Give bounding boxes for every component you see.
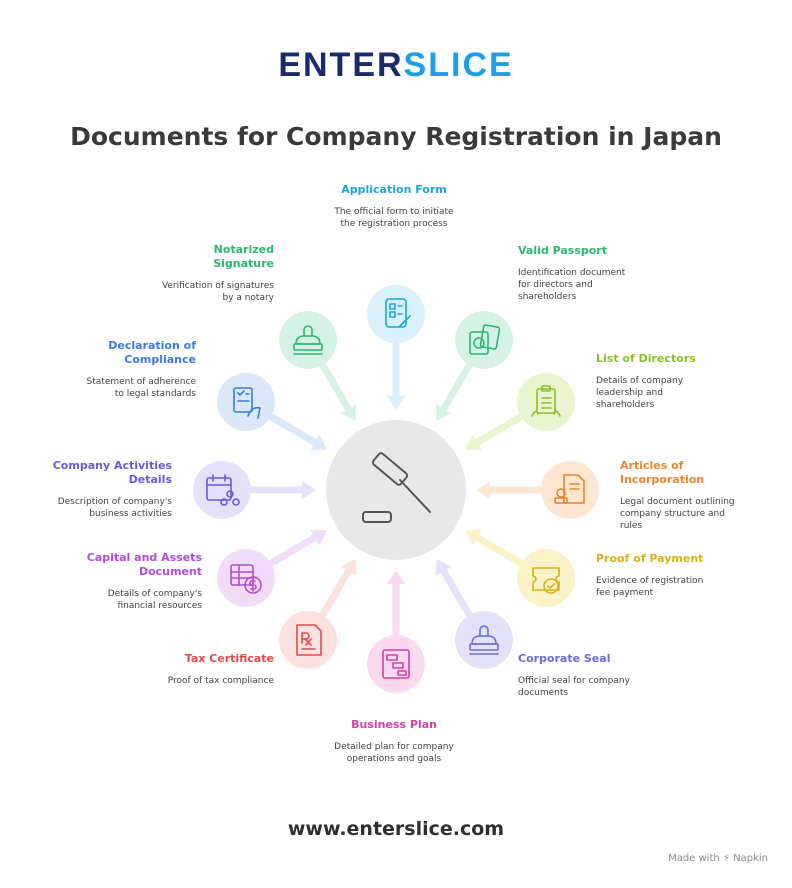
proof-of-payment-title: Proof of Payment [596, 552, 704, 565]
gavel-icon [362, 452, 431, 523]
business-plan-description: Detailed plan for company operations and… [334, 742, 454, 764]
capital-and-assets-document-node [217, 549, 275, 607]
declaration-of-compliance-circle [217, 373, 275, 431]
passport-icon [469, 324, 501, 355]
notarized-signature-arrow [319, 362, 357, 421]
valid-passport-description: Identification document for directors an… [518, 268, 626, 302]
legal-document-icon [554, 474, 585, 504]
capital-and-assets-document-arrow [268, 529, 327, 567]
made-with-text: Made with [668, 853, 720, 864]
notarized-signature-circle [279, 311, 337, 369]
tax-certificate-title: Tax Certificate [184, 652, 274, 665]
declaration-of-compliance-arrow [268, 413, 327, 451]
receipt-check-icon [532, 567, 560, 594]
valid-passport-circle [455, 311, 513, 369]
tax-certificate-arrow [319, 559, 357, 618]
tax-certificate-description: Proof of tax compliance [167, 676, 274, 686]
company-activities-details-description: Description of company's business activi… [57, 497, 172, 519]
proof-of-payment-arrow [465, 529, 524, 567]
footer-url[interactable]: www.enterslice.com [287, 818, 505, 840]
application-form-circle [367, 285, 425, 343]
articles-of-incorporation-node [541, 461, 599, 519]
company-activities-details-circle [193, 461, 251, 519]
business-plan-circle [367, 635, 425, 693]
list-of-directors-arrow [465, 413, 524, 451]
notarized-signature-title: Notarized Signature [213, 243, 274, 270]
declaration-of-compliance-node [217, 373, 275, 431]
proof-of-payment-circle [517, 549, 575, 607]
list-of-directors-title: List of Directors [596, 352, 696, 365]
corporate-seal-node [455, 611, 513, 669]
articles-of-incorporation-circle [541, 461, 599, 519]
business-plan-title: Business Plan [351, 718, 437, 731]
notary-stamp-icon [293, 325, 323, 355]
articles-of-incorporation-description: Legal document outlining company structu… [620, 497, 735, 531]
corporate-seal-description: Official seal for company documents [518, 676, 630, 698]
list-of-directors-node [517, 373, 575, 431]
declaration-of-compliance-description: Statement of adherence to legal standard… [86, 377, 196, 399]
corporate-seal-circle [455, 611, 513, 669]
brand-logo-part2: SLICE [403, 46, 514, 84]
business-plan-node [367, 635, 425, 693]
napkin-icon: ⚡ [722, 853, 730, 864]
articles-of-incorporation-arrow [476, 481, 544, 499]
form-icon [385, 298, 411, 328]
business-plan-arrow [387, 570, 405, 638]
corporate-seal-title: Corporate Seal [518, 652, 611, 665]
calendar-share-icon [206, 474, 240, 506]
notarized-signature-description: Verification of signatures by a notary [161, 281, 274, 303]
valid-passport-arrow [435, 362, 473, 421]
center-circle [326, 420, 466, 560]
prescription-certificate-icon [296, 624, 322, 656]
declaration-of-compliance-title: Declaration of Compliance [108, 339, 196, 366]
application-form-title: Application Form [341, 183, 447, 196]
capital-and-assets-document-description: Details of company's financial resources [107, 589, 202, 611]
page-title: Documents for Company Registration in Ja… [70, 122, 722, 151]
valid-passport-node [455, 311, 513, 369]
gantt-plan-icon [382, 649, 410, 679]
brand-logo: ENTERSLICE [0, 46, 792, 85]
seal-stamp-icon [469, 625, 499, 655]
company-activities-details-title: Company Activities Details [52, 459, 172, 486]
spreadsheet-dollar-icon [230, 564, 262, 594]
capital-and-assets-document-title: Capital and Assets Document [86, 551, 202, 578]
center-hub [326, 420, 466, 560]
proof-of-payment-node [517, 549, 575, 607]
list-of-directors-description: Details of company leadership and shareh… [596, 376, 684, 410]
tax-certificate-circle [279, 611, 337, 669]
proof-of-payment-description: Evidence of registration fee payment [596, 576, 704, 598]
valid-passport-title: Valid Passport [518, 244, 607, 257]
corporate-seal-arrow [435, 559, 473, 618]
application-form-node [367, 285, 425, 343]
napkin-text: Napkin [733, 853, 768, 864]
application-form-description: The official form to initiate the regist… [334, 207, 454, 229]
brand-logo-part1: ENTER [278, 46, 404, 84]
napkin-credit: Made with ⚡ Napkin [668, 853, 768, 864]
document-check-hand-icon [233, 387, 261, 419]
company-activities-details-arrow [248, 481, 316, 499]
application-form-arrow [387, 340, 405, 410]
tax-certificate-node [279, 611, 337, 669]
list-of-directors-circle [517, 373, 575, 431]
articles-of-incorporation-title: Articles of Incorporation [620, 459, 705, 486]
notarized-signature-node [279, 311, 337, 369]
clipboard-list-icon [531, 385, 561, 417]
company-activities-details-node [193, 461, 251, 519]
